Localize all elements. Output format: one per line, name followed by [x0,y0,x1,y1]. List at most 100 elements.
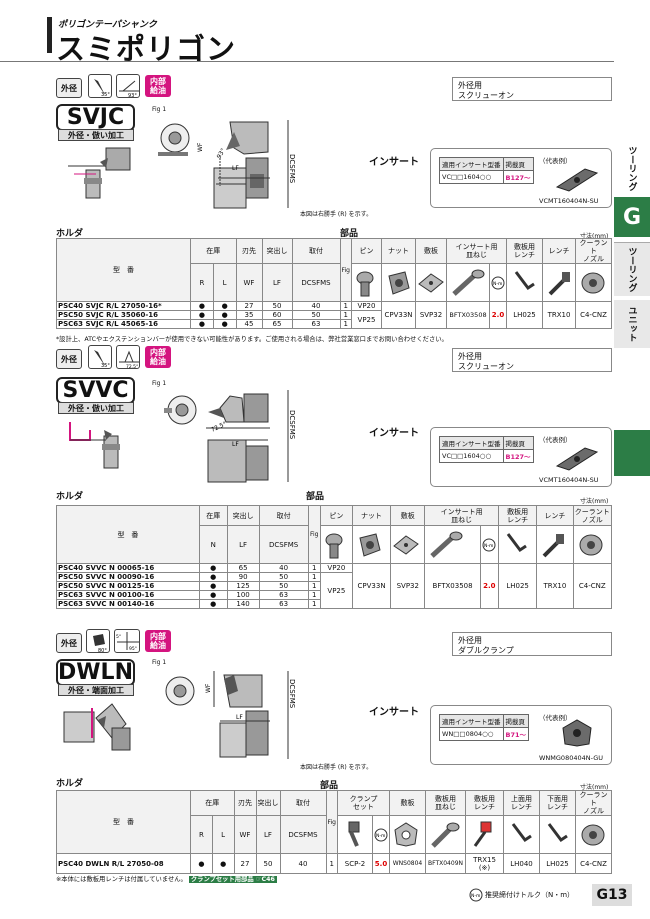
desc-box: 外径用 スクリューオン [452,348,612,372]
cell-wrench: TRX10 [542,301,576,329]
cell-shim: SVP32 [415,301,447,329]
row-model: PSC50 SVVC N 00090-16 [56,572,200,582]
cell-lf: 65 [261,319,293,329]
th-shimwrench: 敷板用 レンチ [506,238,543,264]
th-shimwrench: 敷板用 レンチ [497,505,538,526]
cell-nut: CPV33N [351,563,392,609]
row-model: PSC50 SVVC N 00125-16 [56,581,200,591]
nut-icon [381,263,416,302]
desc-line-1: 外径用 [458,81,482,90]
cell-nut: CPV33N [381,301,416,329]
cell-fig: 1 [325,853,338,874]
cell-screw: BFTX03508 [446,301,490,329]
sidebar-tab-unit[interactable]: ユニット [614,300,650,348]
cell-torque: 5.0 [372,853,390,874]
svjc-machining-diagram [66,144,136,200]
ins-page-link[interactable]: B127～ [502,170,534,184]
svg-text:93°: 93° [216,147,227,160]
ins-page-link[interactable]: B71～ [502,727,529,741]
th-screw: インサート用 皿ねじ [424,505,499,526]
stock-dot: ● [198,572,228,582]
cell-shim: WNS0804 [389,853,426,874]
insert-image [555,446,599,472]
coolant-icon [575,815,612,854]
th-fig: Fig [325,790,338,854]
cell-dc: 40 [279,853,327,874]
th-coolant: クーラント ノズル [575,790,612,816]
stock-dot: ● [198,581,228,591]
clamp-icon [337,815,373,854]
cell-dc: 50 [258,572,309,582]
cell-pin: VP25 [319,572,353,609]
desc-line-2: スクリューオン [458,91,514,100]
cell-shimwrench: LH025 [497,563,538,609]
pin-icon [351,263,382,302]
chip-outer: 外径 [56,633,82,653]
shim-icon [415,263,447,302]
cell-dc: 63 [258,590,309,600]
cell-lf: 50 [255,853,281,874]
direction-note: 本図は右勝手 (R) を示す。 [300,764,373,771]
example-label: （代表例） [539,157,572,165]
th-model: 型 番 [56,238,191,302]
stock-dot: ● [198,599,228,609]
cell-lf: 65 [226,563,260,573]
row-model: PSC63 SVJC R/L 45065-16 [56,319,191,329]
th-fig: Fig [307,505,321,564]
cell-dc: 63 [258,599,309,609]
row-model: PSC40 SVVC N 00065-16 [56,563,200,573]
th-shimscrew: 敷板用 皿ねじ [425,790,466,816]
dwln-holder-drawing: DCSFMS WF LF [150,665,300,765]
svg-text:LF: LF [236,714,243,721]
th-mount: 取付 [291,238,341,264]
torque-legend-icon: N-m [469,888,483,902]
th-n: N [198,525,228,564]
cell-shimscrew: BFTX0409N [425,853,466,874]
table-dwln: 型 番 在庫 刃先 突出し 取付 Fig クランプ セット 敷板 敷板用 皿ねじ… [56,790,612,874]
insert-label: インサート [369,707,419,718]
clamp-parts-link[interactable]: クランプセット用部品 ☞C46 [188,876,277,883]
cell-lf: 60 [261,310,293,320]
th-pin: ピン [319,505,353,526]
svvc-holder-drawing: DCSFMS LF 72.5° [150,388,300,488]
cell-fig: 1 [339,319,352,329]
th-proj: 突出し [226,505,260,526]
desc-line-1: 外径用 [458,636,482,645]
cell-pin: VP20 [351,301,382,311]
parts-heading: 部品 [340,229,359,239]
th-shim: 敷板 [390,505,426,526]
stock-dot: ● [212,310,237,320]
th-mount: 取付 [279,790,327,816]
cell-shimwrench: TRX15 (※) [465,853,504,874]
nose-angle-icon: 35° [88,345,112,369]
ins-model: VC□□1604○○ [439,449,504,463]
th-tip: 刃先 [235,238,263,264]
coolant-icon [572,525,613,564]
torque-icon: N-m [372,815,390,854]
ins-page-link[interactable]: B127～ [502,449,534,463]
ins-head-model: 適用インサート型番 [439,436,504,450]
ins-head-model: 適用インサート型番 [439,714,504,728]
stock-dot: ● [190,853,213,874]
cell-lf: 90 [226,572,260,582]
chip-outer: 外径 [56,349,82,369]
th-pin: ピン [351,238,382,264]
wrench-icon [536,525,574,564]
th-stock: 在庫 [198,505,228,526]
cell-dc: 63 [291,319,341,329]
th-nut: ナット [381,238,416,264]
sidebar-tab-tooling-2[interactable]: ツーリング [614,242,650,296]
insert-label: インサート [369,157,419,168]
sidebar-tab-tooling[interactable]: ツーリング [626,145,637,191]
th-r: R [190,815,213,854]
th-screw: インサート用 皿ねじ [446,238,507,264]
nose-angle-icon: 35° [88,74,112,98]
header-rule [0,61,614,62]
insert-box: 適用インサート型番掲載頁 WN□□0804○○B71～ （代表例） WNMG08… [430,705,612,765]
th-downwrench: 下面用 レンチ [539,790,576,816]
example-label: （代表例） [539,436,572,444]
coolant-icon [575,263,612,302]
dwln-machining-diagram [62,698,136,754]
ins-head-page: 掲載頁 [502,436,534,450]
cell-dc: 50 [291,310,341,320]
